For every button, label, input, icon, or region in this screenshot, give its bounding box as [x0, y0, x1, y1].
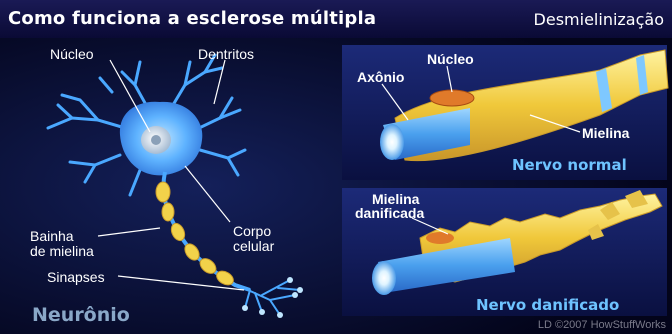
label-mielina: Mielina: [582, 125, 629, 141]
axon-end-glow: [380, 124, 404, 160]
label-bainha-line1: Bainha: [30, 228, 74, 244]
label-bainha-line2: de mielina: [30, 243, 94, 259]
neuron-caption: Neurônio: [32, 304, 130, 326]
normal-nerve-caption: Nervo normal: [512, 156, 627, 174]
label-axonio: Axônio: [357, 69, 404, 85]
label-normal-nucleo: Núcleo: [427, 51, 474, 67]
nucleolus: [151, 135, 161, 145]
label-corpo-line1: Corpo: [233, 223, 271, 239]
label-dentritos: Dentritos: [198, 46, 254, 62]
damaged-nerve-caption: Nervo danificado: [476, 296, 619, 314]
label-mielina-danificada-line2: danificada: [355, 205, 424, 221]
label-sinapses: Sinapses: [47, 269, 105, 285]
damaged-axon-end-glow: [372, 261, 396, 295]
damaged-schwann-nucleus: [426, 232, 454, 244]
label-corpo-line2: celular: [233, 238, 274, 254]
label-neuron-nucleo: Núcleo: [50, 46, 94, 62]
credit-text: LD ©2007 HowStuffWorks: [538, 319, 666, 331]
schwann-nucleus: [430, 90, 474, 106]
